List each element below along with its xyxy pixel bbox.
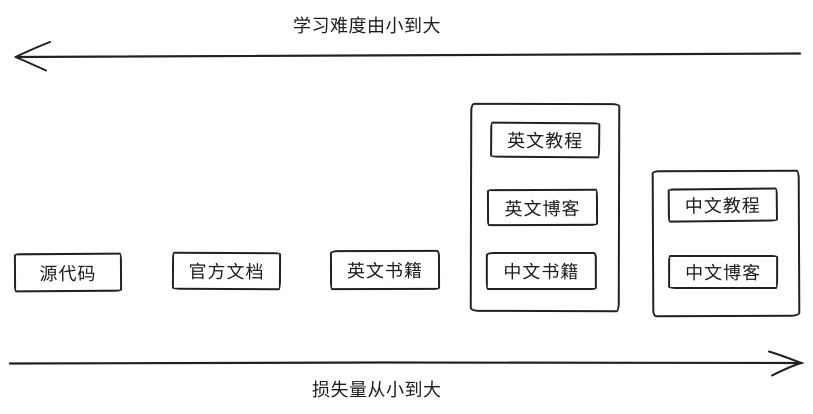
group-box-chinese-resources: 中文教程 中文博客	[651, 169, 801, 318]
bottom-axis-label: 损失量从小到大	[312, 380, 442, 400]
box-chinese-books: 中文书籍	[485, 251, 597, 291]
box-chinese-blogs-label: 中文博客	[685, 262, 762, 284]
box-chinese-books-label: 中文书籍	[503, 261, 580, 283]
group-box-english-resources: 英文教程 英文博客 中文书籍	[469, 102, 621, 313]
right-arrow-icon	[8, 350, 805, 377]
box-english-blogs-label: 英文博客	[504, 198, 581, 219]
left-arrow-icon	[14, 41, 802, 72]
box-english-tutorials: 英文教程	[490, 121, 601, 159]
top-axis-label: 学习难度由小到大	[293, 16, 441, 36]
box-english-tutorials-label: 英文教程	[507, 130, 584, 152]
box-chinese-tutorials-label: 中文教程	[684, 195, 761, 217]
box-source-code-label: 源代码	[39, 263, 97, 284]
box-official-docs: 官方文档	[171, 251, 282, 291]
box-english-books: 英文书籍	[329, 249, 441, 291]
box-english-blogs: 英文博客	[486, 188, 599, 227]
box-source-code: 源代码	[13, 252, 123, 293]
box-official-docs-label: 官方文档	[188, 261, 265, 283]
box-chinese-blogs: 中文博客	[668, 254, 779, 290]
box-english-books-label: 英文书籍	[346, 260, 424, 282]
box-chinese-tutorials: 中文教程	[667, 187, 779, 223]
